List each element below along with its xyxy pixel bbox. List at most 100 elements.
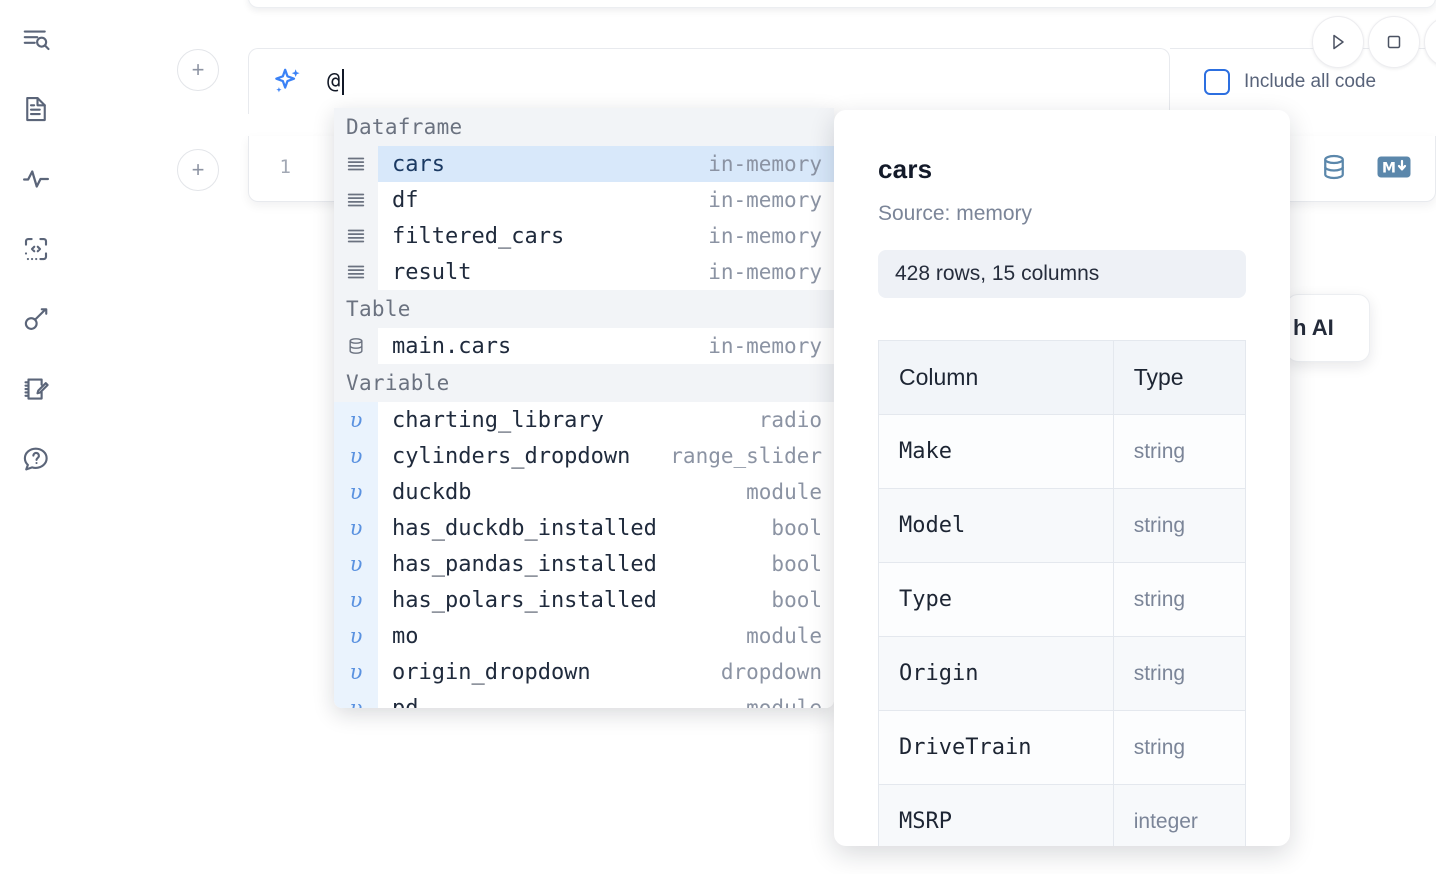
autocomplete-item-body: has_polars_installed bool bbox=[378, 582, 834, 618]
activity-pulse-icon[interactable] bbox=[15, 158, 57, 200]
autocomplete-item-body: filtered_cars in-memory bbox=[378, 218, 834, 254]
dataframe-rows-icon bbox=[334, 146, 378, 182]
variable-upsilon-icon: υ bbox=[334, 690, 378, 708]
schema-column-name: MSRP bbox=[878, 784, 1114, 846]
left-icon-rail bbox=[0, 0, 72, 874]
autocomplete-item-name: has_pandas_installed bbox=[392, 551, 657, 577]
autocomplete-item-name: df bbox=[392, 187, 419, 213]
code-snippets-icon[interactable] bbox=[15, 228, 57, 270]
markdown-icon[interactable]: M bbox=[1377, 154, 1411, 180]
schema-table-header-row: Column Type bbox=[878, 340, 1247, 415]
autocomplete-item-type: bool bbox=[771, 588, 822, 612]
autocomplete-item-body: origin_dropdown dropdown bbox=[378, 654, 834, 690]
key-secrets-icon[interactable] bbox=[15, 298, 57, 340]
autocomplete-item[interactable]: υ charting_library radio bbox=[334, 402, 834, 438]
ai-prompt-bar[interactable]: @ bbox=[248, 48, 1170, 114]
database-icon[interactable] bbox=[1319, 152, 1349, 182]
autocomplete-item-type: dropdown bbox=[720, 660, 822, 684]
autocomplete-item-name: has_duckdb_installed bbox=[392, 515, 657, 541]
variable-upsilon-icon: υ bbox=[334, 438, 378, 474]
variable-upsilon-icon: υ bbox=[334, 402, 378, 438]
cell-type-icons: M bbox=[1319, 152, 1411, 182]
svg-text:M: M bbox=[1382, 161, 1396, 177]
include-all-code-checkbox[interactable] bbox=[1204, 68, 1230, 95]
run-cell-button[interactable] bbox=[1312, 16, 1364, 68]
schema-column-type: string bbox=[1112, 636, 1247, 711]
dataframe-detail-panel: cars Source: memory 428 rows, 15 columns… bbox=[834, 110, 1290, 846]
variable-upsilon-icon: υ bbox=[334, 618, 378, 654]
schema-column-name: Origin bbox=[878, 636, 1114, 711]
autocomplete-item-type: module bbox=[746, 480, 822, 504]
autocomplete-section-header: Dataframe bbox=[334, 108, 834, 146]
schema-col-header-column: Column bbox=[878, 340, 1114, 415]
text-caret bbox=[341, 68, 344, 95]
schema-column-type: string bbox=[1112, 414, 1247, 489]
schema-col-header-type: Type bbox=[1112, 340, 1247, 415]
explore-search-icon[interactable] bbox=[15, 18, 57, 60]
autocomplete-item-type: module bbox=[746, 624, 822, 648]
include-all-code-label: Include all code bbox=[1244, 70, 1377, 92]
autocomplete-section-header: Variable bbox=[334, 364, 834, 402]
autocomplete-item[interactable]: filtered_cars in-memory bbox=[334, 218, 834, 254]
autocomplete-item-name: charting_library bbox=[392, 407, 604, 433]
help-question-icon[interactable] bbox=[15, 438, 57, 480]
autocomplete-item-body: charting_library radio bbox=[378, 402, 834, 438]
autocomplete-item-type: bool bbox=[771, 516, 822, 540]
autocomplete-item-type: in-memory bbox=[708, 334, 822, 358]
add-cell-above-button[interactable]: + bbox=[177, 49, 219, 91]
autocomplete-item-name: cars bbox=[392, 151, 445, 177]
autocomplete-item-type: bool bbox=[771, 552, 822, 576]
detail-source: Source: memory bbox=[878, 202, 1033, 225]
autocomplete-item-body: has_pandas_installed bool bbox=[378, 546, 834, 582]
scratchpad-edit-icon[interactable] bbox=[15, 368, 57, 410]
ai-prompt-value: @ bbox=[327, 69, 341, 94]
sparkle-icon bbox=[271, 65, 305, 99]
dataframe-rows-icon bbox=[334, 254, 378, 290]
add-cell-below-button[interactable]: + bbox=[177, 149, 219, 191]
autocomplete-item[interactable]: υ has_pandas_installed bool bbox=[334, 546, 834, 582]
autocomplete-item-type: radio bbox=[758, 408, 822, 432]
autocomplete-item-name: filtered_cars bbox=[392, 223, 565, 249]
autocomplete-section-header: Table bbox=[334, 290, 834, 328]
schema-column-name: DriveTrain bbox=[878, 710, 1114, 785]
ai-chip[interactable]: h AI bbox=[1286, 294, 1370, 362]
variable-upsilon-icon: υ bbox=[334, 474, 378, 510]
autocomplete-item-name: origin_dropdown bbox=[392, 659, 591, 685]
stop-button[interactable] bbox=[1368, 16, 1420, 68]
variable-upsilon-icon: υ bbox=[334, 582, 378, 618]
detail-title: cars bbox=[878, 154, 933, 184]
autocomplete-item[interactable]: υ has_polars_installed bool bbox=[334, 582, 834, 618]
file-document-icon[interactable] bbox=[15, 88, 57, 130]
autocomplete-item-name: pd bbox=[392, 695, 419, 709]
database-icon bbox=[334, 328, 378, 364]
schema-column-name: Type bbox=[878, 562, 1114, 637]
ai-prompt-input[interactable]: @ bbox=[327, 68, 344, 95]
autocomplete-item-type: in-memory bbox=[708, 224, 822, 248]
autocomplete-item-body: has_duckdb_installed bool bbox=[378, 510, 834, 546]
variable-upsilon-icon: υ bbox=[334, 546, 378, 582]
autocomplete-item-name: has_polars_installed bbox=[392, 587, 657, 613]
